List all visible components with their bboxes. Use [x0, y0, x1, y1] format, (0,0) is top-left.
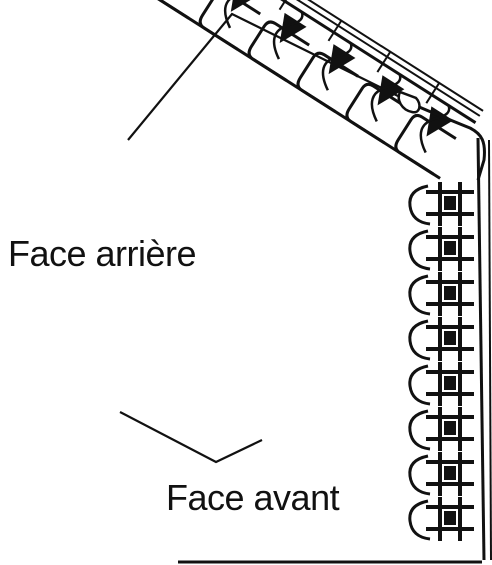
stitch-loop	[198, 0, 262, 51]
strip-stitch	[408, 407, 474, 451]
back-face-leader-line	[127, 12, 399, 141]
stitch-loop	[345, 51, 408, 145]
strip-stitch	[408, 362, 474, 406]
back-face-flap	[139, 0, 484, 180]
stitch-loop	[149, 0, 213, 20]
front-face-strip	[408, 137, 492, 561]
back-face-label: Face arrière	[8, 233, 197, 274]
strip-stitch	[408, 272, 474, 316]
strip-stitch	[408, 317, 474, 361]
strip-stitch	[408, 227, 474, 271]
strip-stitch	[408, 497, 474, 541]
strip-stitch	[408, 452, 474, 496]
front-face-leader-line	[119, 411, 263, 464]
stitch-loop	[247, 0, 310, 82]
front-face-label: Face avant	[166, 477, 340, 518]
strip-stitch	[408, 182, 474, 226]
stitch-loop	[296, 20, 359, 114]
